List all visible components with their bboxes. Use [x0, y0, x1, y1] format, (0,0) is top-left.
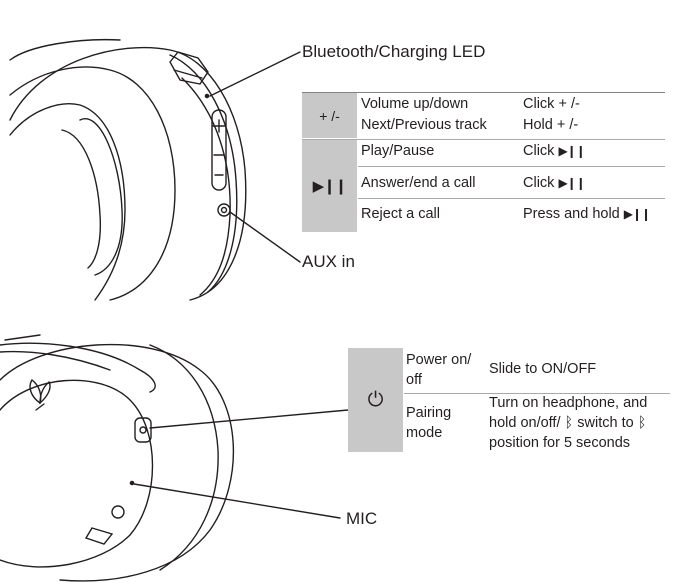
function-volume: Volume up/down [361, 96, 469, 112]
top-headphone-drawing [9, 38, 301, 301]
bluetooth-led-label: Bluetooth/Charging LED [302, 42, 486, 61]
power-icon: ⏻ [367, 388, 384, 411]
action-answer-call-text: Click [523, 175, 555, 191]
action-pairing: Turn on headphone, and hold on/off/ ᛒ sw… [489, 393, 647, 453]
pairing-line-3: position for 5 seconds [489, 435, 631, 451]
pairing-line-1: Turn on headphone, and [489, 395, 648, 411]
bluetooth-icon: ᛒ [564, 415, 574, 431]
play-pause-icon: ▶❙❙ [623, 207, 651, 221]
action-play-pause: Click ▶❙❙ [523, 143, 586, 159]
bottom-headphone-drawing [0, 334, 349, 582]
mic-label: MIC [346, 509, 378, 528]
action-reject-call: Press and hold ▶❙❙ [523, 206, 651, 222]
function-power: Power on/ off [406, 352, 472, 388]
power-key-cell: ⏻ [348, 348, 403, 452]
function-pairing: Pairing mode [406, 405, 452, 441]
volume-key-label: + /- [319, 107, 340, 124]
pairing-line-2: hold on/off/ ᛒ switch to ᛒ [489, 413, 647, 433]
play-pause-icon: ▶❙❙ [312, 178, 348, 195]
action-track: Hold + /- [523, 117, 579, 133]
function-answer-call: Answer/end a call [361, 175, 476, 191]
aux-in-label: AUX in [302, 252, 355, 271]
table-rule [404, 393, 670, 394]
action-answer-call: Click ▶❙❙ [523, 175, 586, 191]
action-power: Slide to ON/OFF [489, 361, 597, 377]
function-play-pause: Play/Pause [361, 143, 435, 159]
pairing-line-2-text: hold on/off/ [489, 415, 561, 431]
function-reject-call: Reject a call [361, 206, 440, 222]
play-pause-icon: ▶❙❙ [558, 144, 585, 158]
bluetooth-icon: ᛒ [637, 415, 647, 431]
table-rule [302, 139, 665, 140]
play-pause-icon: ▶❙❙ [558, 176, 585, 190]
table-rule [358, 166, 665, 167]
volume-key-cell: + /- [302, 93, 357, 138]
action-play-pause-text: Click [523, 143, 555, 159]
pairing-line-2-text-b: switch to [577, 415, 634, 431]
action-reject-call-text: Press and hold [523, 206, 620, 222]
table-rule [358, 198, 665, 199]
function-track: Next/Previous track [361, 117, 487, 133]
play-pause-key-cell: ▶❙❙ [302, 140, 357, 232]
table-rule [302, 92, 665, 93]
action-volume: Click + /- [523, 96, 580, 112]
